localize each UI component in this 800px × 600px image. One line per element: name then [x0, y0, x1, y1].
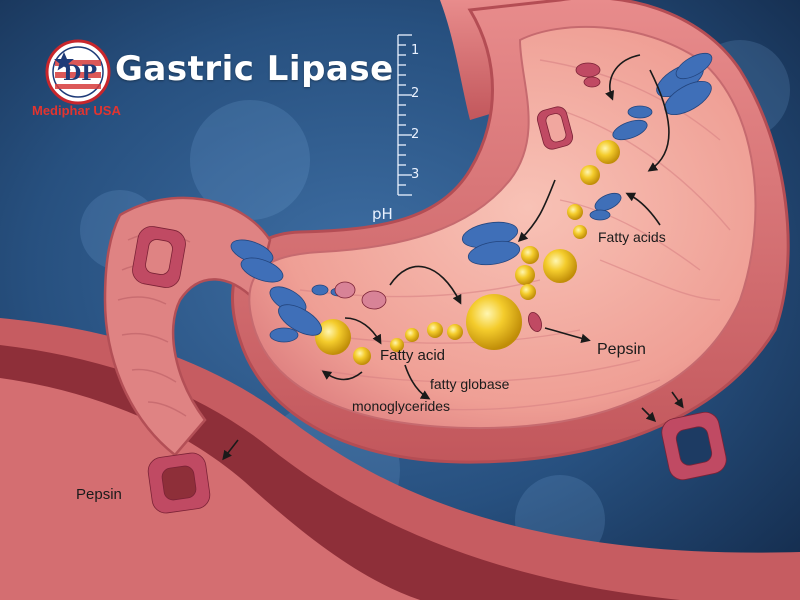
ph-tick: 2	[411, 86, 420, 101]
label-fatty-acid: Fatty acid	[380, 347, 446, 364]
fat-globule	[573, 225, 587, 239]
fat-globule	[580, 165, 600, 185]
pepsin-cluster	[132, 226, 186, 288]
pepsin-cluster	[147, 452, 211, 514]
pepsin-cluster	[334, 281, 387, 310]
lipase-cluster	[656, 52, 713, 116]
curved-arrow-icon	[647, 69, 670, 172]
curved-arrow-icon	[671, 391, 684, 409]
label-fatty-acids: Fatty acids	[598, 229, 666, 245]
fat-globule	[315, 319, 351, 355]
curved-arrow-icon	[544, 327, 591, 344]
fat-globule	[543, 249, 577, 283]
fat-globule	[447, 324, 463, 340]
fat-globule	[520, 284, 536, 300]
pepsin-cluster	[528, 311, 542, 333]
mediphar-logo-icon	[45, 39, 111, 105]
label-pepsin-right: Pepsin	[597, 341, 646, 358]
lipase-molecules	[230, 52, 713, 343]
curved-arrow-icon	[222, 439, 239, 461]
fat-globule-large	[466, 294, 522, 350]
ph-tick: 2	[411, 127, 420, 142]
ph-tick: 1	[411, 43, 420, 58]
fat-globule	[390, 338, 404, 352]
ph-label: pH	[372, 205, 393, 223]
label-pepsin-left: Pepsin	[76, 486, 122, 503]
lipase-cluster	[230, 239, 284, 283]
pepsin-molecules	[132, 62, 727, 514]
curved-arrow-icon	[404, 364, 431, 400]
fat-globule	[353, 347, 371, 365]
curved-arrow-icon	[605, 54, 641, 101]
reaction-arrows	[222, 54, 684, 461]
duodenum-inner-wall	[0, 378, 420, 600]
curved-arrow-icon	[625, 192, 661, 226]
logo-text: DP	[63, 60, 98, 85]
pepsin-cluster	[661, 411, 727, 481]
fat-globule	[427, 322, 443, 338]
curved-arrow-icon	[389, 265, 462, 305]
fat-globule	[596, 140, 620, 164]
pepsin-cluster	[575, 62, 601, 88]
lipase-cluster	[269, 286, 322, 343]
curved-arrow-icon	[321, 370, 363, 381]
curved-arrow-icon	[641, 407, 657, 423]
lipase-cluster	[589, 192, 622, 221]
ph-tick: 3	[411, 167, 420, 182]
page-title: Gastric Lipase	[115, 49, 394, 89]
curved-arrow-icon	[344, 317, 382, 345]
lipase-cluster	[461, 221, 521, 266]
fat-globule	[567, 204, 583, 220]
ph-scale	[397, 34, 412, 196]
fat-globule	[405, 328, 419, 342]
pepsin-cluster	[536, 106, 574, 150]
fat-globules	[315, 140, 620, 365]
lipase-cluster	[612, 105, 653, 141]
label-monoglycerides: monoglycerides	[352, 398, 451, 414]
fat-globule	[515, 265, 535, 285]
fat-globule	[521, 246, 539, 264]
brand-name: Mediphar USA	[32, 103, 121, 118]
label-fatty-globase: fatty globase	[430, 376, 510, 392]
curved-arrow-icon	[517, 179, 556, 243]
